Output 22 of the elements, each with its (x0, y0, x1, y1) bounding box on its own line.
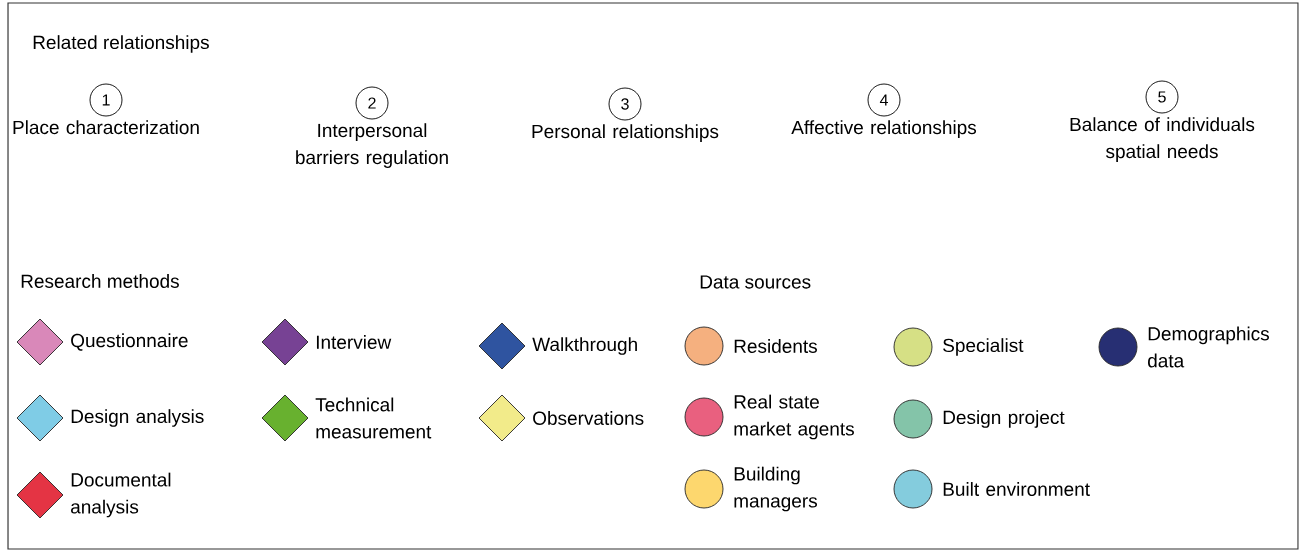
legend-text: Walkthrough (532, 337, 637, 355)
item-caption: Balance of individuals spatial needs (1070, 117, 1255, 162)
legend-text: Design project (943, 410, 1065, 428)
legend-text: Real state market agents (734, 394, 854, 440)
item-caption: Place characterization (13, 120, 199, 135)
legend-text: Design analysis (71, 409, 204, 427)
group-heading: Research methods (21, 274, 179, 288)
legend-text: Interview (316, 335, 392, 349)
item-caption: Interpersonal barriers regulation (296, 123, 448, 168)
group-heading: Data sources (700, 275, 811, 289)
legend-text: Documental analysis (71, 472, 171, 518)
legend-text: Technical measurement (315, 397, 432, 439)
item-caption: Personal relationships (532, 124, 719, 142)
legend-text: Building managers (734, 466, 817, 512)
legend-text: Residents (734, 339, 817, 353)
section-heading: Related relationships (33, 35, 209, 53)
legend-text: Questionnaire (71, 333, 188, 351)
legend-text: Observations (533, 411, 644, 425)
item-caption: Affective relationships (791, 120, 977, 138)
legend-text: Specialist (943, 338, 1024, 356)
legend-text: Demographics data (1148, 326, 1269, 368)
legend-text: Built environment (943, 482, 1090, 496)
